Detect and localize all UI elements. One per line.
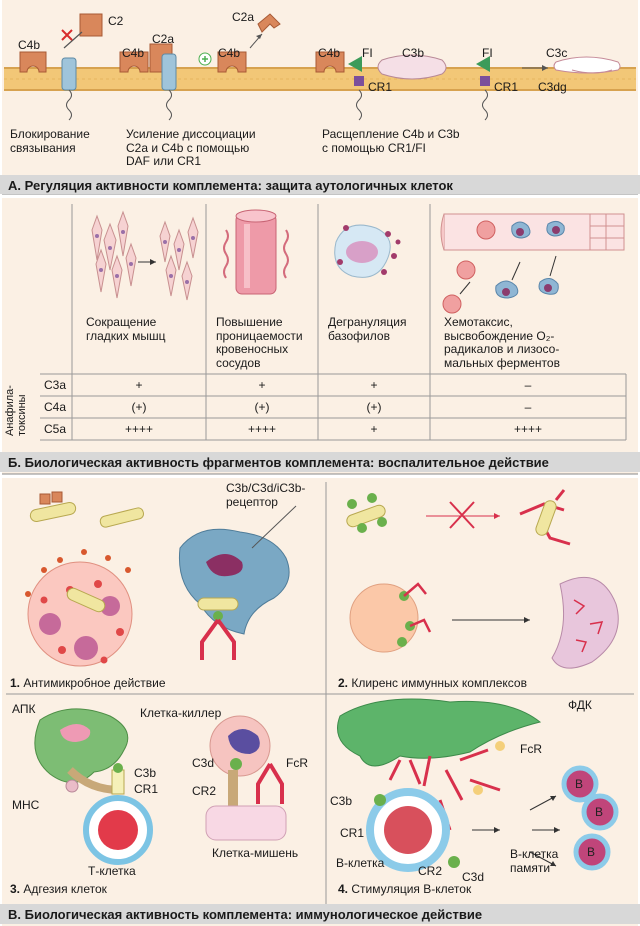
table-cell: ++++ [247,422,277,436]
section-b-title-band: Б. Биологическая активность фрагментов к… [0,452,640,472]
label-c3b: C3b [402,46,425,60]
label-apk: АПК [12,702,36,716]
caption-dissociation: Усиление диссоциации C2a и C4b с помощью… [126,127,256,168]
label-c3b-p4: C3b [330,794,353,808]
table-cell: ++++ [513,422,543,436]
caption-blocking: Блокирование связывания [10,127,90,155]
section-c-title: В. Биологическая активность комплемента:… [8,907,483,922]
label-c3d-p4: C3d [462,870,485,884]
label-c3b-p3: C3b [134,766,157,780]
panel4-caption: 4. Стимуляция В-клеток [338,882,472,896]
section-c-title-band: В. Биологическая активность комплемента:… [0,904,640,924]
label-c2a-2: C2a [232,10,255,24]
label-fdk: ФДК [568,698,592,712]
section-a-title: A. Регуляция активности комплемента: защ… [8,178,453,193]
table-cell: (+) [366,400,382,414]
table-cell: (+) [131,400,147,414]
label-c4b-4: C4b [318,46,341,60]
label-cr1-p4: CR1 [340,826,365,840]
table-cell: + [258,378,266,392]
col-smooth-muscle: Сокращение гладких мышц [86,315,166,343]
receptor-label: C3b/C3d/iC3b- рецептор [226,481,306,509]
label-c2: C2 [108,14,124,28]
label-cr1-p3: CR1 [134,782,159,796]
label-c4b-2: C4b [122,46,145,60]
label-c3dg: C3dg [538,80,567,94]
label-killer: Клетка-киллер [140,706,222,720]
label-c2a-1: C2a [152,32,175,46]
label-cr1-1: CR1 [368,80,393,94]
bcell-letter-3: B [587,845,596,859]
panel1-caption: 1. Антимикробное действие [10,676,166,690]
table-cell: (+) [254,400,270,414]
label-c3c: C3c [546,46,568,60]
table-cell: + [135,378,143,392]
table-row-label: C5a [44,422,67,436]
bcell-letter-2: B [595,805,604,819]
label-c4b-1: C4b [18,38,41,52]
label-cr2-p3: CR2 [192,784,217,798]
label-memory-bcell: В-клетка памяти [510,847,559,875]
section-b-title: Б. Биологическая активность фрагментов к… [8,455,549,470]
section-a-illustration [2,13,638,195]
col-degranulation: Дегрануляция базофилов [328,315,407,343]
caption-cleavage: Расщепление C4b и C3b с помощью CR1/FI [322,127,460,155]
label-cr2-p4: CR2 [418,864,443,878]
label-cr1-2: CR1 [494,80,519,94]
table-row-label: C4a [44,400,67,414]
label-fi-1: FI [362,46,373,60]
col-permeability: Повышение проницаемости кровеносных сосу… [216,315,303,370]
label-fcr-p4: FcR [520,742,542,756]
label-c4b-3: C4b [218,46,241,60]
table-cell: ++++ [124,422,154,436]
table-cell: + [370,422,378,436]
table-row-label: C3a [44,378,67,392]
label-fi-2: FI [482,46,493,60]
table-cell: – [524,400,532,414]
label-fcr-p3: FcR [286,756,308,770]
label-c3d-p3: C3d [192,756,215,770]
panel2-caption: 2. Клиренс иммунных комплексов [338,676,527,690]
panel-a-background [2,0,638,194]
section-a-title-band: A. Регуляция активности комплемента: защ… [0,175,640,194]
label-target: Клетка-мишень [212,846,299,860]
label-bcell: В-клетка [336,856,385,870]
table-cell: – [524,378,532,392]
section-b-illustration [2,204,638,475]
label-mhc: MHC [12,798,40,812]
bcell-letter-1: B [575,777,584,791]
table-cell: + [370,378,378,392]
label-tcell: Т-клетка [88,864,136,878]
col-chemotaxis: Хемотаксис, высвобождение O₂- радикалов … [444,315,560,370]
panel3-caption: 3. Адгезия клеток [10,882,107,896]
